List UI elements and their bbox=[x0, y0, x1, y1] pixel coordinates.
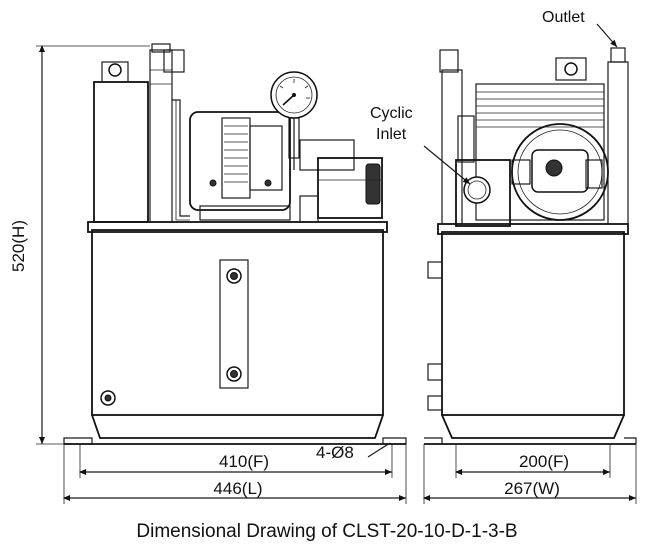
front-tank-skirt bbox=[91, 414, 384, 439]
pump-block bbox=[317, 157, 383, 219]
front-view bbox=[63, 43, 407, 445]
cyclic-label: Cyclic bbox=[370, 105, 413, 122]
holes-label: 4-Ø8 bbox=[316, 443, 354, 462]
filter-housing bbox=[93, 81, 149, 223]
side-fitting-bottom bbox=[427, 395, 443, 411]
relief-valve bbox=[365, 163, 381, 205]
inlet-label: Inlet bbox=[376, 126, 407, 143]
side-tank-skirt bbox=[441, 414, 625, 439]
cyclic-inlet-leader bbox=[423, 145, 471, 185]
motor bbox=[189, 111, 291, 211]
drawing-caption: Dimensional Drawing of CLST-20-10-D-1-3-… bbox=[136, 521, 517, 542]
side-tank-lid bbox=[437, 223, 629, 235]
cyclic-inlet-block bbox=[455, 159, 511, 227]
width-label: 267(W) bbox=[504, 479, 560, 498]
side-mount-label: 200(F) bbox=[519, 452, 569, 471]
holes-leader bbox=[367, 442, 391, 458]
length-label: 446(L) bbox=[213, 479, 262, 498]
side-view bbox=[424, 47, 637, 445]
height-label: 520(H) bbox=[9, 220, 28, 272]
valve-block bbox=[299, 139, 355, 171]
outlet-leader bbox=[596, 23, 618, 48]
side-fitting-top bbox=[427, 261, 443, 279]
outlet-fitting bbox=[610, 47, 626, 63]
outlet-column bbox=[607, 61, 629, 225]
level-gauge bbox=[219, 259, 249, 389]
front-tank bbox=[91, 229, 384, 416]
outlet-label: Outlet bbox=[542, 9, 585, 26]
side-tank bbox=[441, 231, 625, 416]
side-fitting-mid bbox=[427, 363, 443, 381]
front-tank-lid bbox=[87, 221, 388, 233]
front-mount-label: 410(F) bbox=[219, 452, 269, 471]
return-pipe-column bbox=[149, 49, 173, 223]
gauge-needle bbox=[282, 94, 295, 106]
